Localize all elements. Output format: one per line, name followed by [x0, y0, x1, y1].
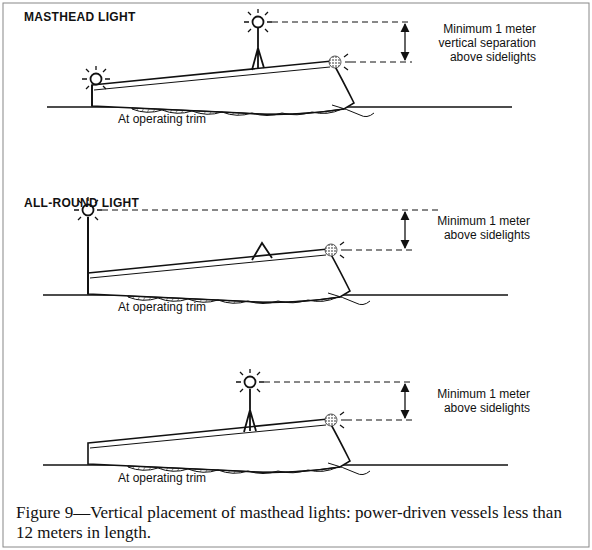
trim-label: At operating trim: [118, 471, 278, 485]
section-heading: ALL-ROUND LIGHT: [24, 196, 224, 210]
trim-label: At operating trim: [118, 300, 278, 314]
section-heading: MASTHEAD LIGHT: [24, 10, 224, 24]
figure-caption: Figure 9—Vertical placement of masthead …: [16, 503, 582, 543]
trim-label: At operating trim: [118, 112, 278, 126]
dimension-note: Minimum 1 meter above sidelights: [418, 387, 530, 415]
dimension-note: Minimum 1 meter vertical separation abov…: [416, 22, 536, 64]
dimension-note: Minimum 1 meter above sidelights: [418, 214, 530, 242]
